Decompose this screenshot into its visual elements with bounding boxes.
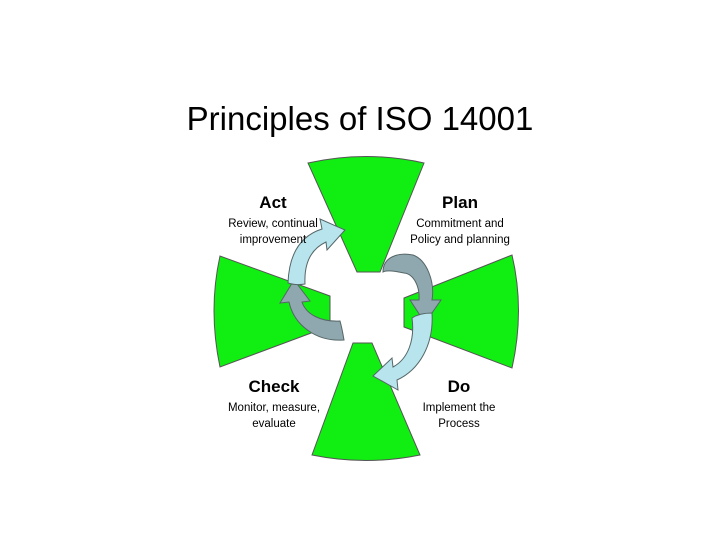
plan-heading: Plan	[442, 193, 478, 212]
plan-description-line-1: Commitment and	[416, 218, 504, 230]
do-description-line-2: Process	[438, 418, 480, 430]
do-quadrant-label: Do Implement the Process	[400, 377, 518, 432]
plan-description-line-2: Policy and planning	[410, 234, 510, 246]
petal-do-right	[403, 254, 519, 369]
check-description-line-2: evaluate	[252, 418, 296, 430]
act-description-line-2: improvement	[239, 234, 307, 246]
petal-check-bottom	[311, 342, 421, 461]
check-heading: Check	[248, 377, 300, 396]
arrow-check-to-act	[279, 279, 345, 341]
do-heading: Do	[447, 377, 471, 396]
act-description: Review, continual improvement	[218, 216, 328, 248]
petal-plan-top	[307, 156, 425, 273]
act-quadrant-label: Act Review, continual improvement	[218, 193, 328, 248]
arrow-act-to-plan	[287, 218, 346, 286]
act-description-line-1: Review, continual	[228, 218, 318, 230]
arrow-do-to-check	[372, 312, 433, 391]
do-description: Implement the Process	[400, 400, 518, 432]
plan-description: Commitment and Policy and planning	[400, 216, 520, 248]
do-description-line-1: Implement the	[422, 402, 496, 414]
check-description: Monitor, measure, evaluate	[218, 400, 330, 432]
check-description-line-1: Monitor, measure,	[227, 402, 321, 414]
slide-title: Principles of ISO 14001	[186, 100, 534, 137]
act-heading: Act	[259, 193, 287, 212]
plan-quadrant-label: Plan Commitment and Policy and planning	[400, 193, 520, 248]
petal-act-left	[213, 255, 331, 368]
check-quadrant-label: Check Monitor, measure, evaluate	[218, 377, 330, 432]
